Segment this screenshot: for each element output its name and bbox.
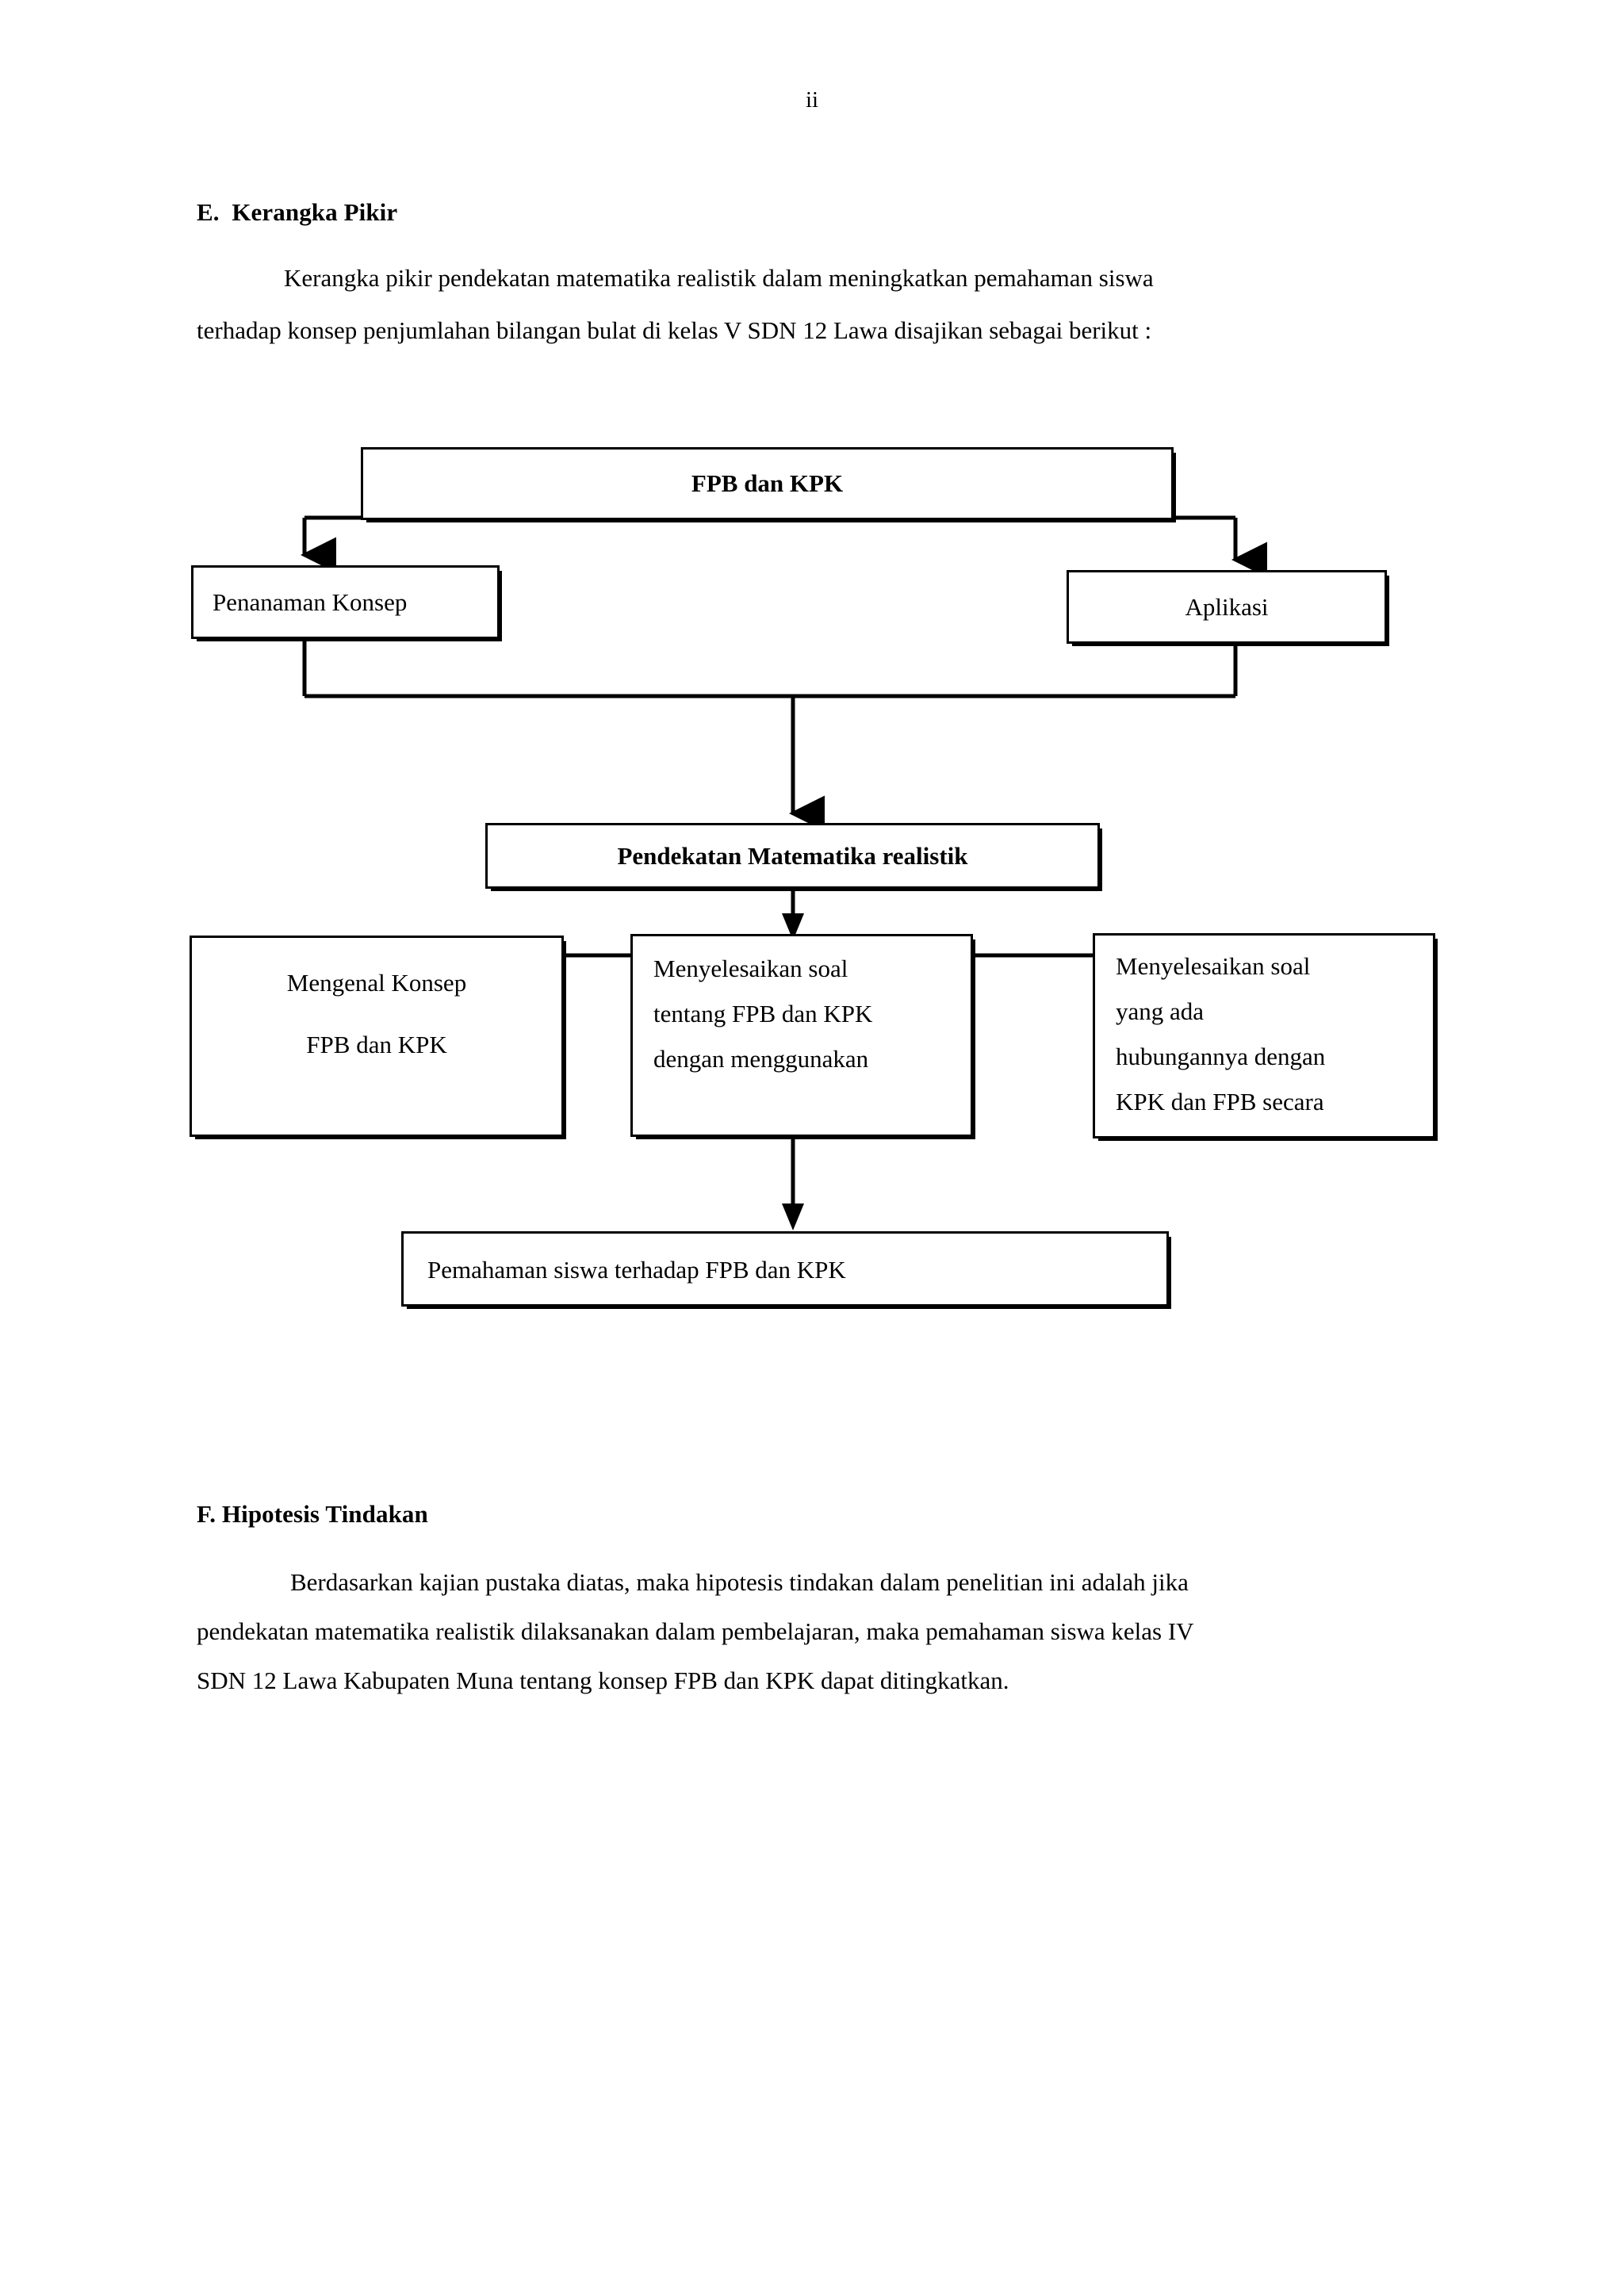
flow-node-pemahaman-siswa: Pemahaman siswa terhadap FPB dan KPK	[401, 1231, 1169, 1307]
flow-node-label: Pendekatan Matematika realistik	[617, 841, 968, 870]
paragraph-line: pendekatan matematika realistik dilaksan…	[197, 1617, 1194, 1645]
flow-node-label-multiline: Menyelesaikan soal yang ada hubungannya …	[1095, 936, 1325, 1124]
flow-node-line: Mengenal Konsep	[286, 969, 467, 997]
flow-node-aplikasi: Aplikasi	[1067, 570, 1387, 644]
flow-node-label: Penanaman Konsep	[213, 587, 408, 616]
flow-node-label: FPB dan KPK	[691, 469, 844, 497]
paragraph-line: SDN 12 Lawa Kabupaten Muna tentang konse…	[197, 1667, 1009, 1694]
paragraph-kerangka-pikir: Kerangka pikir pendekatan matematika rea…	[197, 252, 1432, 357]
flow-node-line: hubungannya dengan	[1116, 1043, 1326, 1070]
paragraph-line: terhadap konsep penjumlahan bilangan bul…	[197, 316, 1152, 344]
paragraph-hipotesis-tindakan: Berdasarkan kajian pustaka diatas, maka …	[197, 1558, 1432, 1705]
section-heading-kerangka-pikir: E. Kerangka Pikir	[197, 198, 398, 226]
flow-node-line: yang ada	[1116, 997, 1205, 1025]
flow-node-penanaman-konsep: Penanaman Konsep	[191, 565, 500, 639]
flow-node-label: Pemahaman siswa terhadap FPB dan KPK	[427, 1256, 846, 1284]
paragraph-line: Kerangka pikir pendekatan matematika rea…	[284, 264, 1154, 292]
section-heading-hipotesis-tindakan: F. Hipotesis Tindakan	[197, 1500, 428, 1528]
flow-node-menyelesaikan-soal-fpb-kpk: Menyelesaikan soal tentang FPB dan KPK d…	[630, 934, 973, 1137]
flow-node-line: tentang FPB dan KPK	[653, 1000, 873, 1027]
flow-node-line: dengan menggunakan	[653, 1045, 869, 1073]
flow-node-mengenal-konsep: Mengenal Konsep FPB dan KPK	[190, 936, 564, 1137]
flow-node-line: Menyelesaikan soal	[1116, 952, 1311, 980]
flow-node-line: KPK dan FPB secara	[1116, 1088, 1324, 1115]
flow-node-pendekatan-matematika-realistik: Pendekatan Matematika realistik	[485, 823, 1100, 889]
flow-node-line: FPB dan KPK	[306, 1031, 447, 1058]
paragraph-line: Berdasarkan kajian pustaka diatas, maka …	[290, 1568, 1189, 1596]
flow-node-label-multiline: Mengenal Konsep FPB dan KPK	[192, 938, 561, 1076]
flow-node-line: Menyelesaikan soal	[653, 955, 848, 982]
flow-node-menyelesaikan-soal-hubungan: Menyelesaikan soal yang ada hubungannya …	[1093, 933, 1435, 1138]
page-number: ii	[805, 87, 819, 113]
flow-node-label: Aplikasi	[1185, 592, 1269, 621]
flow-node-label-multiline: Menyelesaikan soal tentang FPB dan KPK d…	[633, 936, 872, 1081]
flow-node-fpb-dan-kpk: FPB dan KPK	[361, 447, 1174, 520]
